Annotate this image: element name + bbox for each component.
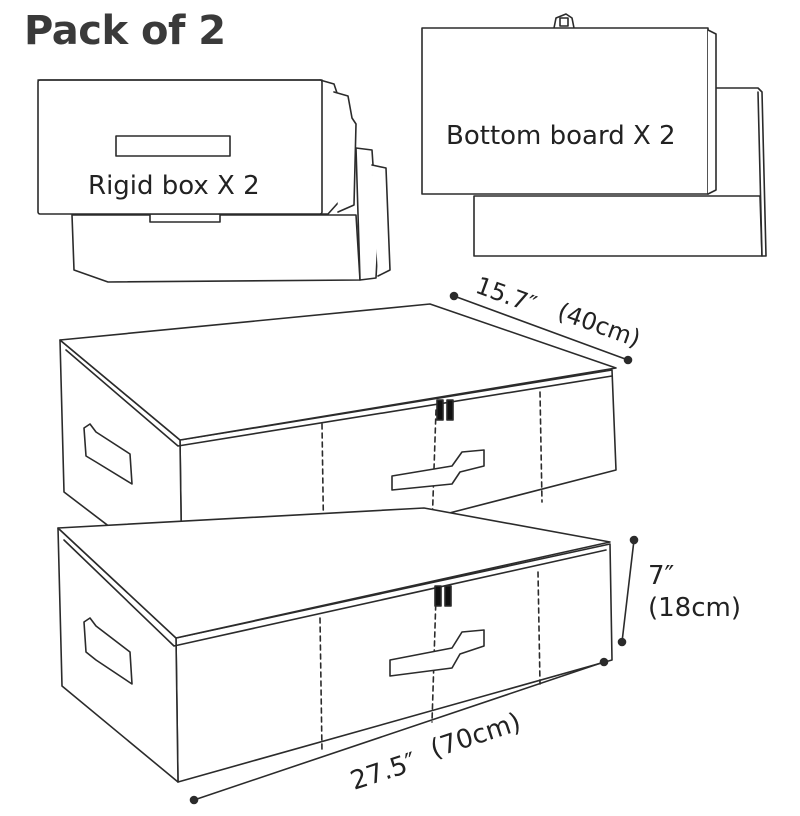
folded-box-front [37,79,357,215]
bottom-board-front [421,13,717,195]
rigid-box-label: Rigid box X 2 [88,171,260,201]
depth-cm-label: (40cm) [554,297,644,353]
pack-heading: Pack of 2 [24,8,226,54]
height-cm-label: (18cm) [648,593,741,623]
folded-box-back [71,147,391,283]
height-inch-label: 7″ [648,561,675,591]
bottom-board-back [473,87,767,257]
dimension-lines [189,291,639,805]
width-inch-label: 27.5″ [347,747,421,797]
depth-inch-label: 15.7″ [472,271,540,319]
bottom-board-label: Bottom board X 2 [446,121,676,151]
storage-box-lower [57,507,613,783]
